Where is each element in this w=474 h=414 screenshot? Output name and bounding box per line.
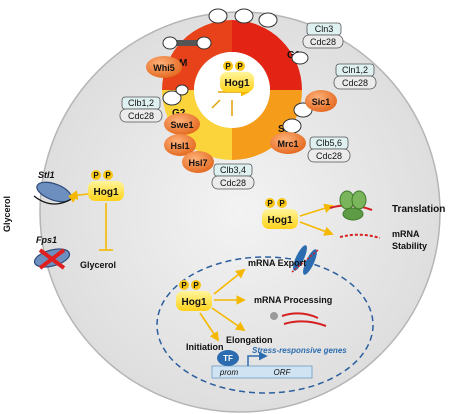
glycerol-inside-label: Glycerol: [80, 260, 116, 270]
hog1-label: Hog1: [182, 297, 207, 308]
glycerol-outside-label: Glycerol: [2, 196, 12, 232]
nucleus-boundary: [156, 256, 374, 394]
cdc28-label: Cdc28: [128, 111, 154, 121]
yeast-cells: [162, 8, 313, 134]
whi5-node: [146, 56, 182, 78]
mrc1-node: [270, 132, 306, 154]
phospho-1-label: P: [267, 199, 273, 208]
cdc28-label: Cdc28: [310, 37, 336, 47]
g1-segment: [232, 20, 302, 90]
stress-genes-label: Stress-responsive genes: [252, 346, 347, 355]
fps1-channel: Fps1: [33, 235, 71, 270]
cyclin-complexes: Cln3 Cdc28 Cln1,2 Cdc28 Clb1,2 Cdc28 Clb…: [119, 22, 377, 190]
hog1-label: Hog1: [94, 187, 119, 198]
tf-node: [217, 350, 239, 366]
translation-label: Translation: [392, 204, 445, 215]
tf-label: TF: [223, 354, 233, 363]
swe1-node: [164, 113, 200, 135]
s-segment: [232, 90, 302, 160]
phospho-2: [235, 61, 245, 71]
yeast-cell: [175, 84, 189, 96]
stl1-label: Stl1: [38, 170, 55, 180]
hog1-nucleus: P P Hog1: [176, 268, 246, 342]
clb12-complex: Clb1,2 Cdc28: [119, 96, 163, 123]
mrna-processing-icon: [270, 312, 327, 327]
cln12-complex: Cln1,2 Cdc28: [333, 63, 377, 90]
elongation-label: Elongation: [226, 335, 273, 345]
phospho-2-label: P: [193, 281, 199, 290]
yeast-cell: [282, 118, 302, 134]
phospho-1-label: P: [225, 62, 231, 71]
gene-track: TF prom ORF Stress-responsive genes: [211, 346, 347, 379]
phospho-2-label: P: [279, 199, 285, 208]
phase-m: M: [179, 58, 187, 69]
nuclear-pore-icon: [291, 245, 319, 275]
phospho-1-label: P: [181, 281, 187, 290]
mrna-processing-label: mRNA Processing: [254, 295, 332, 305]
hog1-cytoplasm: P P Hog1: [262, 198, 334, 236]
yeast-cell: [208, 8, 228, 24]
yeast-cell: [291, 51, 309, 65]
clb56-complex: Clb5,6 Cdc28: [307, 136, 351, 163]
cln12-label: Cln1,2: [342, 65, 368, 75]
center-inhibit-g2: [211, 99, 221, 109]
hsl1-label: Hsl1: [170, 141, 189, 151]
clb34-label: Clb3,4: [220, 165, 246, 175]
hsl7-node: [182, 151, 214, 173]
initiation-label: Initiation: [186, 342, 224, 352]
clb34-complex: Clb3,4 Cdc28: [211, 163, 255, 190]
hog1-label: Hog1: [225, 78, 250, 89]
regulators: Whi5 Sic1 Swe1 Hsl1 Hsl7 Mrc1: [146, 56, 337, 173]
hsl1-node: [164, 134, 196, 156]
yeast-cell: [234, 8, 254, 24]
hog1-label: Hog1: [268, 215, 293, 226]
hog1-membrane: P P Hog1: [68, 170, 124, 251]
phospho-1: [223, 61, 233, 71]
mrna-export-label: mRNA Export: [248, 258, 306, 268]
cdc28-label: Cdc28: [220, 178, 246, 188]
orf-label: ORF: [274, 368, 292, 377]
phospho-1-label: P: [93, 171, 99, 180]
cdc28-label: Cdc28: [342, 78, 368, 88]
cln3-complex: Cln3 Cdc28: [302, 22, 344, 49]
yeast-cell: [162, 90, 182, 106]
sic1-node: [305, 90, 337, 112]
prom-label: prom: [219, 368, 239, 377]
yeast-cell: [258, 12, 278, 28]
phospho-2-label: P: [237, 62, 243, 71]
mrc1-label: Mrc1: [277, 139, 298, 149]
hog1-center: P P Hog1: [220, 61, 254, 92]
whi5-label: Whi5: [153, 63, 175, 73]
spindle-bar: [162, 36, 212, 50]
phospho-2-label: P: [105, 171, 111, 180]
fps1-label: Fps1: [36, 235, 57, 245]
mrna-label: mRNA: [392, 229, 420, 239]
phase-s: S: [278, 124, 285, 135]
hsl7-label: Hsl7: [188, 158, 207, 168]
ribosome-icon: [329, 190, 373, 221]
sic1-label: Sic1: [312, 97, 331, 107]
cln3-label: Cln3: [315, 24, 334, 34]
swe1-label: Swe1: [170, 120, 193, 130]
arrow-to-stl1: [68, 190, 89, 200]
stability-label: Stability: [392, 241, 427, 251]
blocked-x-icon: [38, 248, 66, 270]
cdc28-label: Cdc28: [316, 151, 342, 161]
hog1-blob: [220, 72, 254, 92]
mrna-dashed-icon: [339, 233, 381, 239]
tss-arrow-icon: [247, 351, 268, 366]
clb56-label: Clb5,6: [316, 138, 342, 148]
clb12-label: Clb1,2: [128, 98, 154, 108]
